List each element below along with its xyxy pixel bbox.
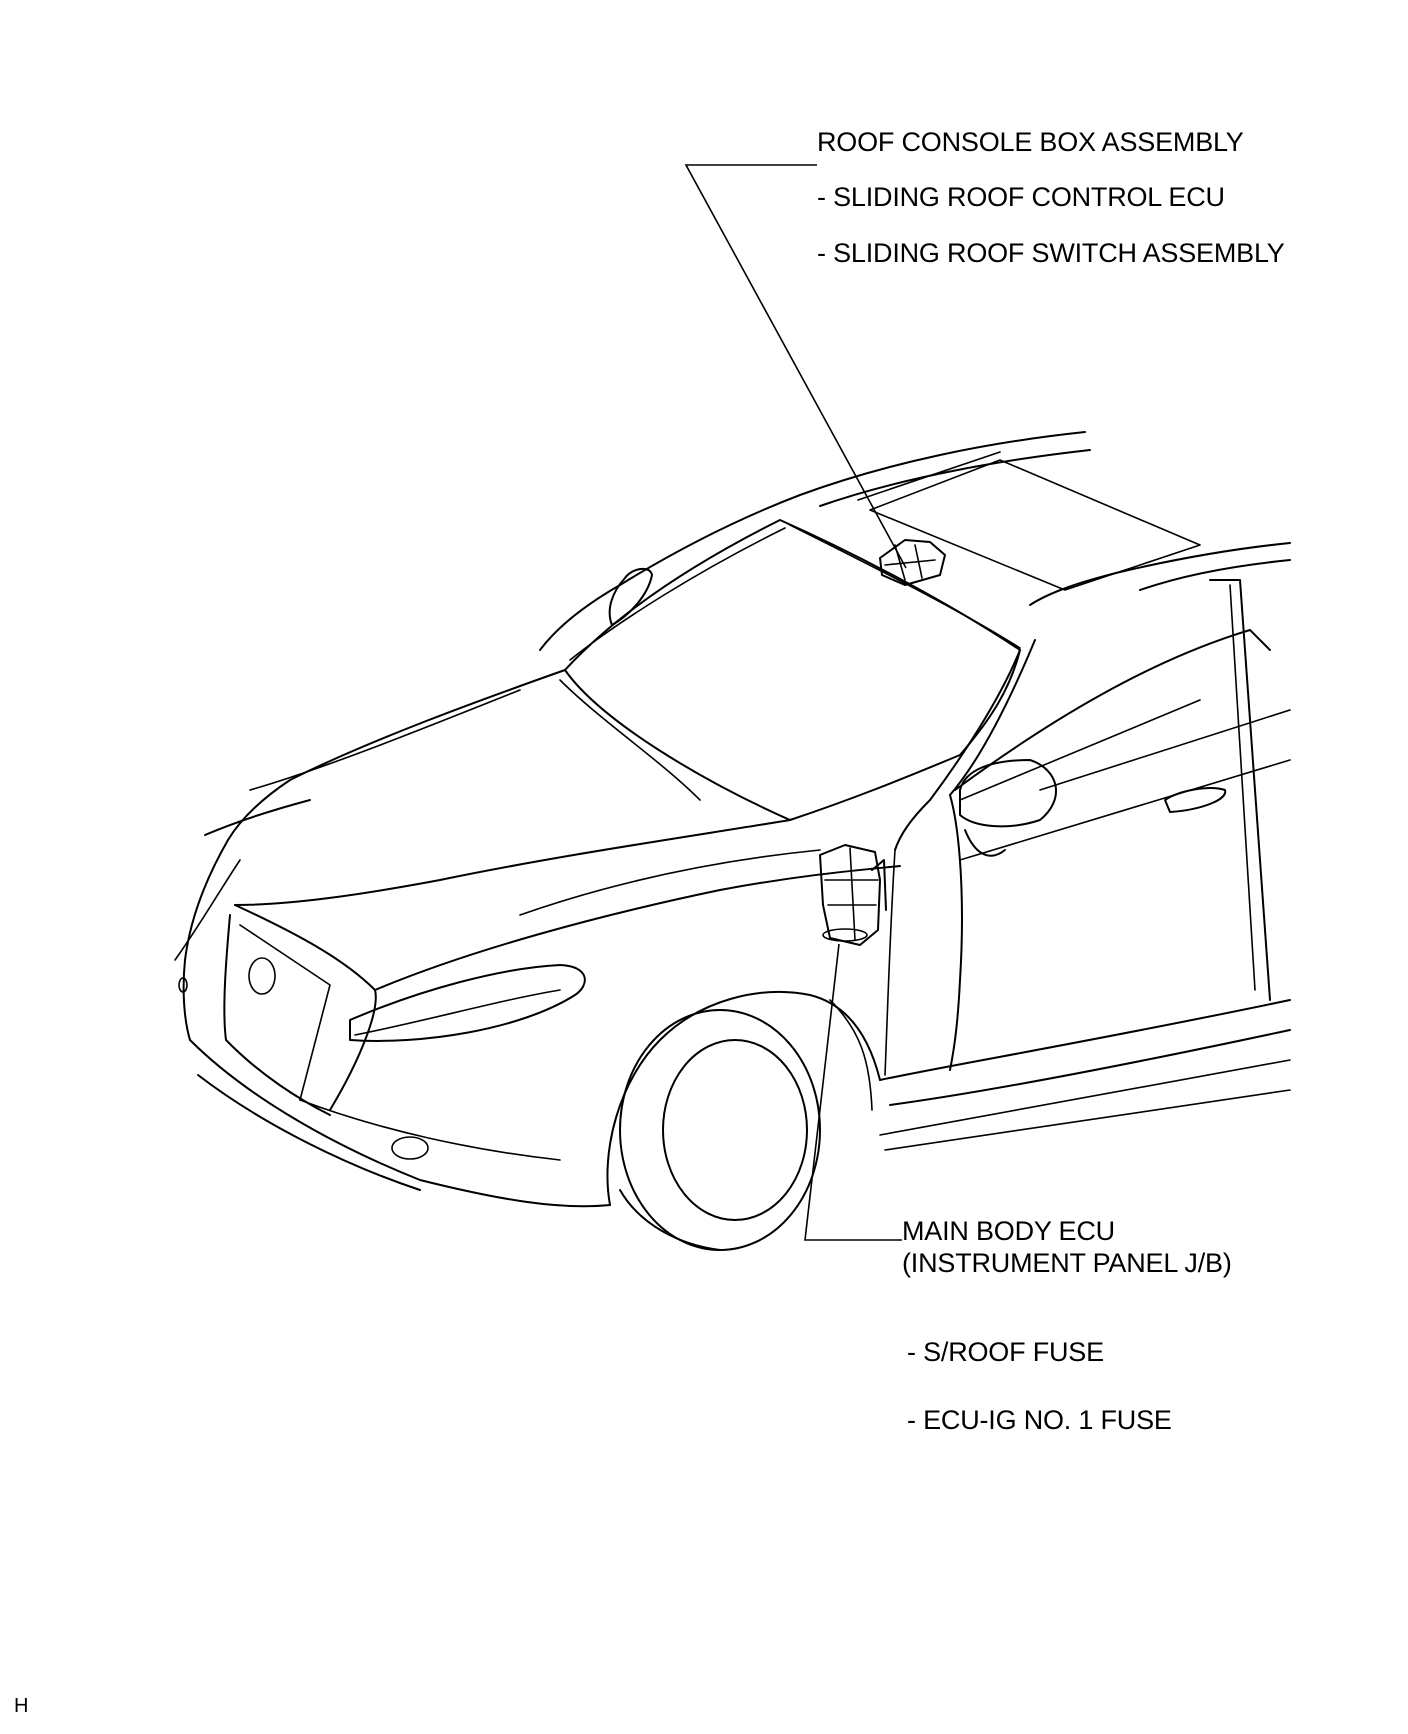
leader-line-roof-console: [684, 164, 907, 569]
car-body-outline: [174, 431, 1291, 1251]
main-body-ecu-item-1: - S/ROOF FUSE: [907, 1337, 1104, 1367]
roof-console-item-2: - SLIDING ROOF SWITCH ASSEMBLY: [817, 238, 1285, 268]
main-body-ecu-item-2: - ECU-IG NO. 1 FUSE: [907, 1405, 1172, 1435]
roof-console-box-part: [879, 539, 946, 586]
main-body-ecu-part: [819, 844, 887, 946]
corner-mark: H: [14, 1695, 29, 1717]
main-body-ecu-title: MAIN BODY ECU: [902, 1216, 1115, 1246]
roof-console-title: ROOF CONSOLE BOX ASSEMBLY: [817, 127, 1244, 157]
roof-console-item-1: - SLIDING ROOF CONTROL ECU: [817, 182, 1225, 212]
main-body-ecu-subtitle: (INSTRUMENT PANEL J/B): [902, 1248, 1232, 1278]
leader-line-main-body-ecu: [804, 943, 902, 1241]
